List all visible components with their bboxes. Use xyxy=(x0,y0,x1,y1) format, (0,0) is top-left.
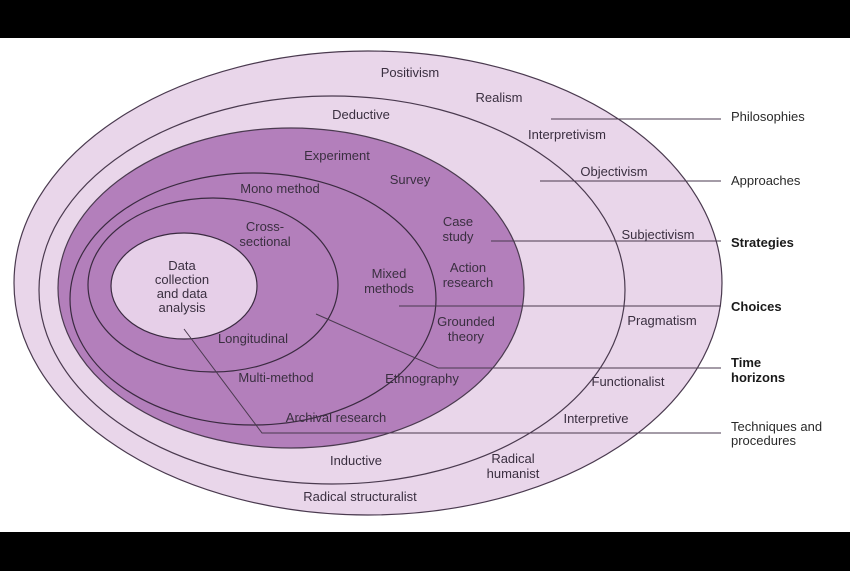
label-deductive: Deductive xyxy=(332,107,390,122)
leader-lines xyxy=(183,118,721,434)
approaches-labels: Deductive Inductive xyxy=(330,107,390,468)
research-onion-diagram: Positivism Realism Interpretivism Object… xyxy=(13,50,822,516)
label-interpretivism: Interpretivism xyxy=(528,127,606,142)
diagram-canvas: Positivism Realism Interpretivism Object… xyxy=(0,38,850,532)
label-multi-method: Multi-method xyxy=(238,370,313,385)
label-inductive: Inductive xyxy=(330,453,382,468)
label-cross-sectional: Cross-sectional xyxy=(239,219,290,249)
label-realism: Realism xyxy=(476,90,523,105)
label-longitudinal: Longitudinal xyxy=(218,331,288,346)
label-functionalist: Functionalist xyxy=(592,374,665,389)
label-interpretive: Interpretive xyxy=(563,411,628,426)
label-radical-structuralist: Radical structuralist xyxy=(303,489,417,504)
side-label-philosophies: Philosophies xyxy=(731,109,805,124)
choices-ring xyxy=(69,172,437,426)
leader-line-time-horizons xyxy=(315,313,721,369)
core-ellipse xyxy=(110,232,258,340)
label-pragmatism: Pragmatism xyxy=(627,313,696,328)
label-archival-research: Archival research xyxy=(286,410,386,425)
side-label-choices: Choices xyxy=(731,299,782,314)
label-survey: Survey xyxy=(390,172,431,187)
label-experiment: Experiment xyxy=(304,148,370,163)
label-mono-method: Mono method xyxy=(240,181,320,196)
time-horizons-ring xyxy=(87,197,339,373)
label-objectivism: Objectivism xyxy=(580,164,647,179)
approaches-ring xyxy=(38,95,626,485)
philosophies-labels: Positivism Realism Interpretivism Object… xyxy=(303,65,696,504)
leader-line-techniques xyxy=(183,328,721,434)
label-ethnography: Ethnography xyxy=(385,371,459,386)
label-positivism: Positivism xyxy=(381,65,440,80)
time-horizons-labels: Cross-sectional Longitudinal xyxy=(218,219,291,346)
side-label-approaches: Approaches xyxy=(731,173,801,188)
label-subjectivism: Subjectivism xyxy=(622,227,695,242)
side-label-strategies: Strategies xyxy=(731,235,794,250)
side-labels: Philosophies Approaches Strategies Choic… xyxy=(731,109,822,448)
